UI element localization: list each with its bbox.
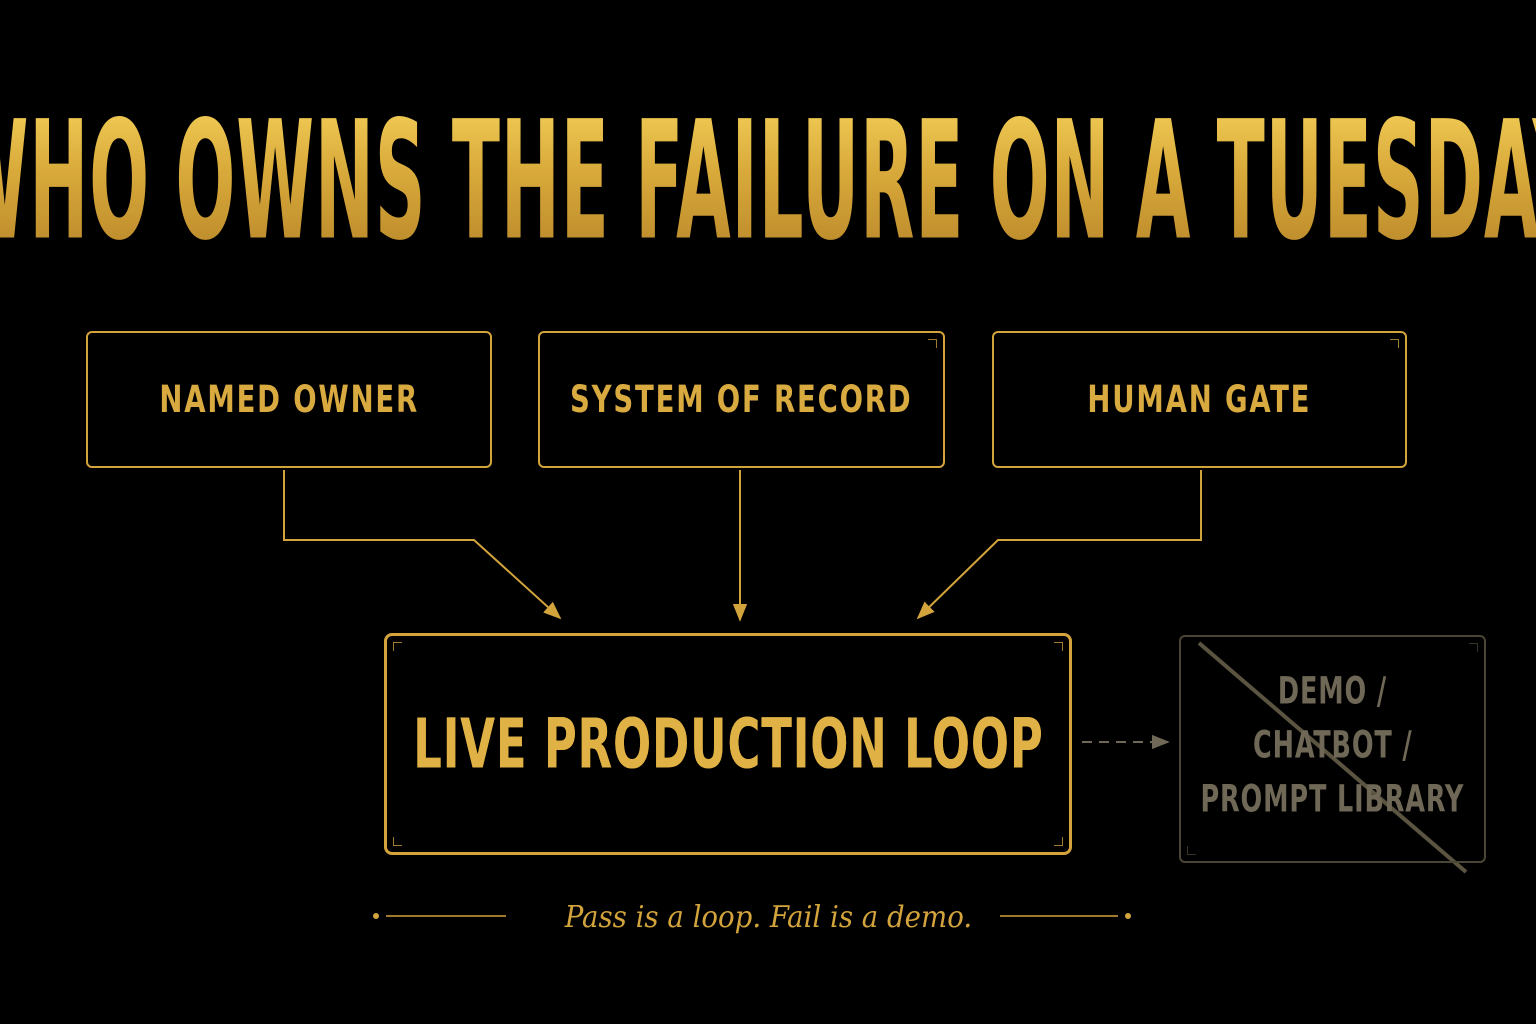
rejected-box-demo: DEMO / CHATBOT / PROMPT LIBRARY — [1179, 635, 1486, 863]
input-label: NAMED OWNER — [159, 377, 419, 422]
connector-gate-to-loop — [916, 470, 1202, 620]
rejected-label-line: PROMPT LIBRARY — [1200, 776, 1465, 821]
corner-ornament — [1187, 846, 1196, 855]
input-box-human-gate: HUMAN GATE — [992, 331, 1407, 468]
target-box-live-production-loop: LIVE PRODUCTION LOOP — [384, 633, 1072, 855]
page-title: WHO OWNS THE FAILURE ON A TUESDAY — [0, 96, 1536, 266]
connector-owner-to-loop — [283, 470, 562, 620]
corner-ornament — [1054, 642, 1063, 651]
corner-ornament — [1469, 643, 1478, 652]
input-box-system-of-record: SYSTEM OF RECORD — [538, 331, 945, 468]
rejected-label-line: CHATBOT / — [1252, 722, 1413, 767]
target-label: LIVE PRODUCTION LOOP — [412, 703, 1044, 785]
rejected-label-line: DEMO / — [1277, 668, 1388, 713]
rejected-label-stack: DEMO / CHATBOT / PROMPT LIBRARY — [1179, 668, 1486, 821]
corner-ornament — [928, 339, 937, 348]
corner-ornament — [1390, 339, 1399, 348]
tagline: Pass is a loop. Fail is a demo. — [0, 893, 1536, 941]
tagline-text: Pass is a loop. Fail is a demo. — [564, 899, 972, 935]
input-box-named-owner: NAMED OWNER — [86, 331, 492, 468]
corner-ornament — [393, 642, 402, 651]
input-label: HUMAN GATE — [1087, 377, 1312, 422]
input-label: SYSTEM OF RECORD — [570, 377, 913, 422]
corner-ornament — [1054, 837, 1063, 846]
corner-ornament — [393, 837, 402, 846]
